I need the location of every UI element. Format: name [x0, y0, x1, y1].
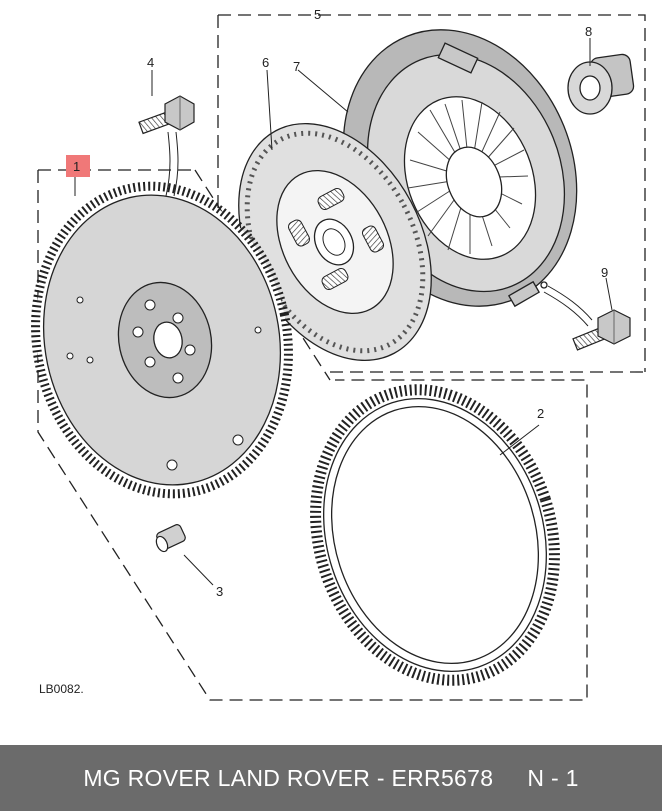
dowel-part-3: [155, 524, 186, 553]
footer-banner: MG ROVER LAND ROVER - ERR5678 N - 1: [0, 745, 662, 811]
flywheel-part-1: [31, 181, 293, 499]
callout-9: 9: [601, 265, 608, 280]
clutch-disc-part-6: [238, 122, 432, 362]
callout-1: 1: [73, 159, 80, 174]
callout-2: 2: [537, 406, 544, 421]
ring-gear-part-2: [310, 384, 560, 686]
callout-7: 7: [293, 59, 300, 74]
cover-bolt-part-9: [572, 309, 631, 351]
brand-part-number: MG ROVER LAND ROVER - ERR5678: [83, 764, 494, 791]
quantity-label: N - 1: [527, 764, 579, 791]
callout-3: 3: [216, 584, 223, 599]
diagram-reference-code: LB0082.: [39, 682, 84, 696]
release-bearing-part-8: [567, 53, 635, 115]
callout-6: 6: [262, 55, 269, 70]
callout-1-highlight: [66, 155, 90, 177]
leader-lines: [74, 38, 613, 586]
dashed-outline-right: [217, 14, 646, 373]
callout-5: 5: [314, 7, 321, 22]
callout-4: 4: [147, 55, 154, 70]
callout-8: 8: [585, 24, 592, 39]
alignment-lines: [165, 131, 593, 327]
flywheel-bolt-part-4: [138, 95, 195, 135]
clutch-exploded-diagram: 1 2 3 4 5 6 7 8 9: [31, 7, 646, 701]
